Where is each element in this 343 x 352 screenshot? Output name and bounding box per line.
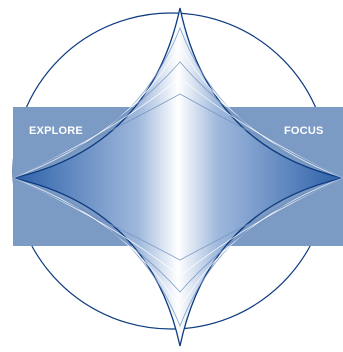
star-shape [12, 7, 343, 347]
focus-label: FOCUS [284, 125, 324, 137]
star-contour-line [12, 93, 343, 261]
star-contour-lines [11, 26, 343, 328]
star-contour-line [12, 77, 343, 277]
explore-label: EXPLORE [29, 125, 83, 137]
star-contour-line [11, 26, 343, 328]
